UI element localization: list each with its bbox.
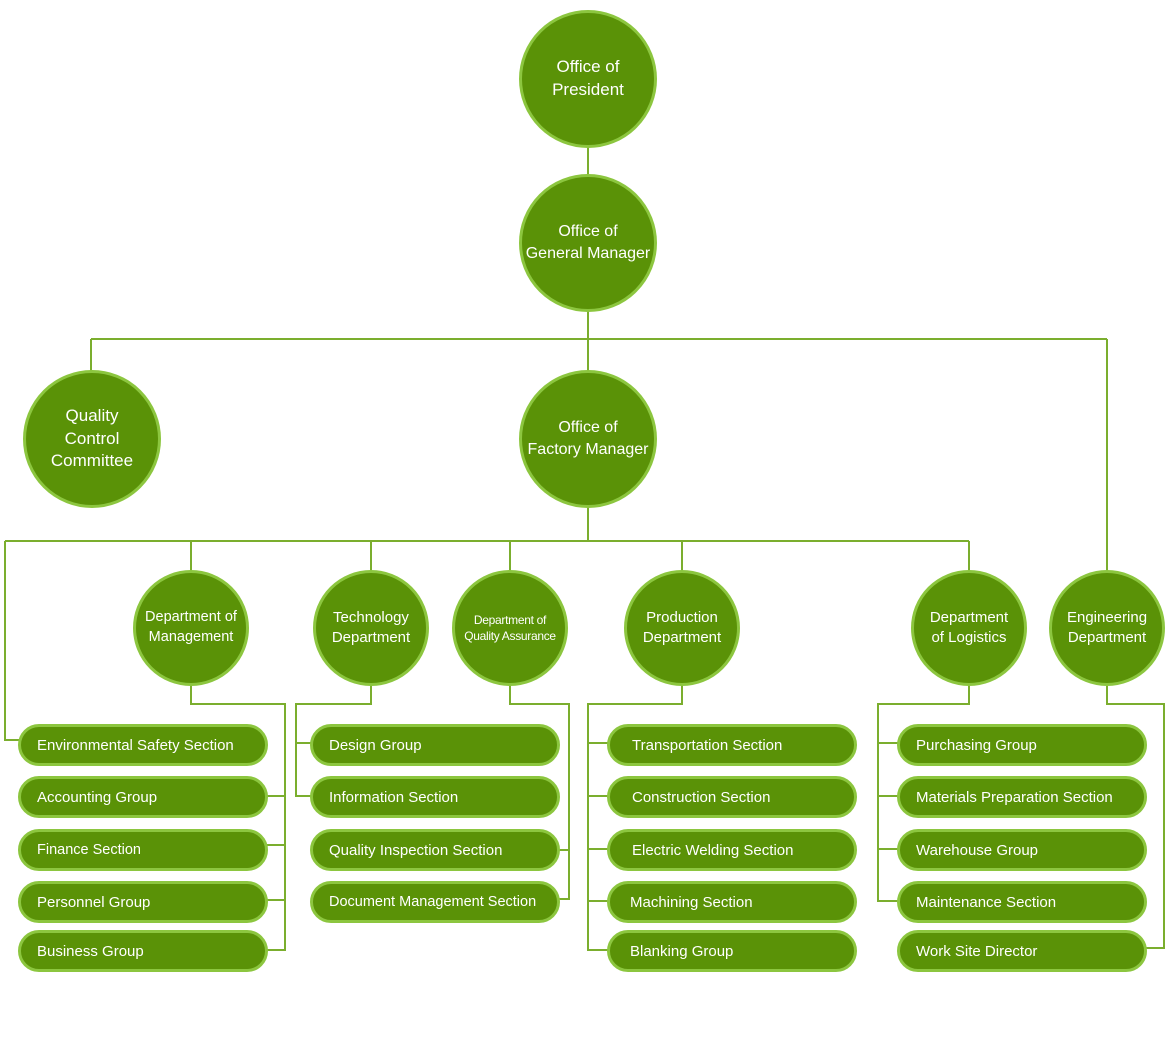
unit-label: Work Site Director	[916, 942, 1038, 960]
unit-document-management-section: Document Management Section	[310, 881, 560, 923]
unit-label: Maintenance Section	[916, 893, 1057, 911]
unit-blanking-group: Blanking Group	[607, 930, 857, 972]
unit-work-site-director: Work Site Director	[897, 930, 1147, 972]
unit-label: Purchasing Group	[916, 736, 1037, 754]
node-label: Office of President	[552, 57, 624, 99]
unit-label: Design Group	[329, 736, 422, 754]
unit-machining-section: Machining Section	[607, 881, 857, 923]
node-department-of-quality-assurance: Department of Quality Assurance	[452, 570, 568, 686]
node-department-of-management: Department of Management	[133, 570, 249, 686]
unit-label: Personnel Group	[37, 893, 151, 911]
unit-transportation-section: Transportation Section	[607, 724, 857, 766]
node-label: Department of Quality Assurance	[464, 612, 556, 643]
unit-label: Information Section	[329, 788, 459, 806]
unit-purchasing-group: Purchasing Group	[897, 724, 1147, 766]
node-label: Office of General Manager	[525, 223, 651, 262]
node-label: Office of Factory Manager	[527, 419, 649, 458]
unit-label: Finance Section	[37, 842, 141, 858]
node-department-of-logistics: Department of Logistics	[911, 570, 1027, 686]
unit-finance-section: Finance Section	[18, 829, 268, 871]
node-label: Production Department	[642, 608, 722, 646]
unit-construction-section: Construction Section	[607, 776, 857, 818]
unit-label: Transportation Section	[632, 736, 783, 754]
unit-environmental-safety-section: Environmental Safety Section	[18, 724, 268, 766]
unit-label: Environmental Safety Section	[37, 736, 234, 754]
node-label: Department of Logistics	[929, 608, 1009, 646]
unit-personnel-group: Personnel Group	[18, 881, 268, 923]
unit-quality-inspection-section: Quality Inspection Section	[310, 829, 560, 871]
unit-label: Blanking Group	[630, 942, 734, 960]
node-office-of-general-manager: Office of General Manager	[519, 174, 657, 312]
unit-label: Document Management Section	[329, 894, 537, 910]
unit-materials-preparation-section: Materials Preparation Section	[897, 776, 1147, 818]
unit-label: Accounting Group	[37, 788, 158, 806]
unit-electric-welding-section: Electric Welding Section	[607, 829, 857, 871]
node-label: Department of Management	[145, 609, 237, 645]
unit-business-group: Business Group	[18, 930, 268, 972]
unit-maintenance-section: Maintenance Section	[897, 881, 1147, 923]
node-office-of-president: Office of President	[519, 10, 657, 148]
node-engineering-department: Engineering Department	[1049, 570, 1165, 686]
unit-label: Construction Section	[632, 788, 771, 806]
node-label: Technology Department	[331, 608, 411, 646]
unit-label: Business Group	[37, 942, 144, 960]
unit-design-group: Design Group	[310, 724, 560, 766]
node-technology-department: Technology Department	[313, 570, 429, 686]
unit-label: Electric Welding Section	[632, 841, 794, 859]
unit-warehouse-group: Warehouse Group	[897, 829, 1147, 871]
unit-label: Quality Inspection Section	[329, 841, 503, 859]
unit-accounting-group: Accounting Group	[18, 776, 268, 818]
node-office-of-factory-manager: Office of Factory Manager	[519, 370, 657, 508]
unit-label: Machining Section	[630, 893, 753, 911]
unit-information-section: Information Section	[310, 776, 560, 818]
unit-label: Materials Preparation Section	[916, 788, 1113, 806]
node-production-department: Production Department	[624, 570, 740, 686]
node-label: Quality Control Committee	[50, 405, 134, 471]
node-label: Engineering Department	[1066, 608, 1148, 646]
unit-label: Warehouse Group	[916, 841, 1039, 859]
node-quality-control-committee: Quality Control Committee	[23, 370, 161, 508]
